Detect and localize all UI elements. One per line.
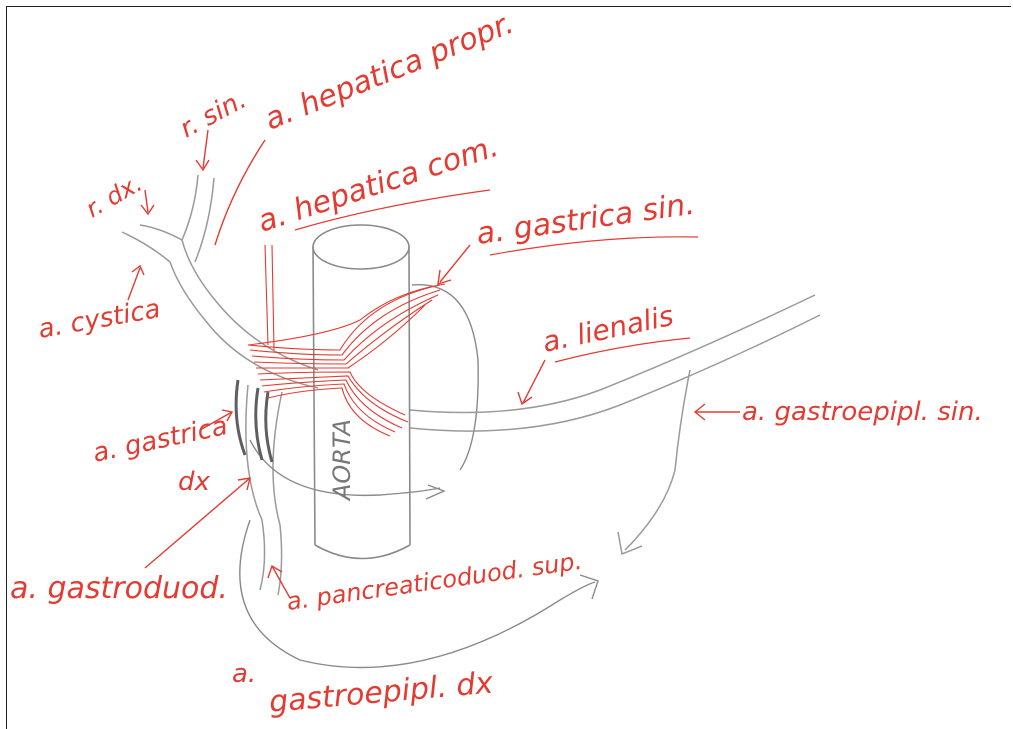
pointer-hepatica-propria — [215, 140, 265, 245]
label-gastrica-dextra-line2: dx — [178, 467, 211, 497]
label-ramus-dexter: r. dx. — [81, 169, 147, 223]
pointer-gastrica-sinistra — [440, 245, 470, 282]
label-cystica: a. cystica — [36, 294, 163, 345]
label-hepatica-communis: a. hepatica com. — [254, 129, 503, 240]
label-gastroepiploica-dextra-line2: gastroepipl. dx — [268, 666, 495, 720]
aorta-cylinder — [313, 225, 410, 559]
label-gastroepiploica-dextra-line1: a. — [232, 659, 256, 689]
label-pancreaticoduodenalis-superior: a. pancreaticoduod. sup. — [285, 547, 584, 616]
gastric-dextra-vessel — [236, 380, 272, 462]
hepatic-artery-vessel — [122, 175, 318, 595]
gastric-sinistra-fan — [248, 245, 445, 436]
label-gastrica-dextra-line1: a. gastrica — [90, 411, 230, 469]
label-gastroduodenalis: a. gastroduod. — [10, 571, 228, 606]
label-ramus-sinister: r. sin. — [175, 85, 251, 145]
label-gastroepiploica-sinistra: a. gastroepipl. sin. — [742, 397, 983, 427]
pointer-lienalis — [523, 360, 545, 403]
label-aorta: AORTA — [328, 419, 356, 502]
label-hepatica-propria: a. hepatica propr. — [260, 6, 519, 138]
pointer-cystica — [128, 268, 140, 300]
